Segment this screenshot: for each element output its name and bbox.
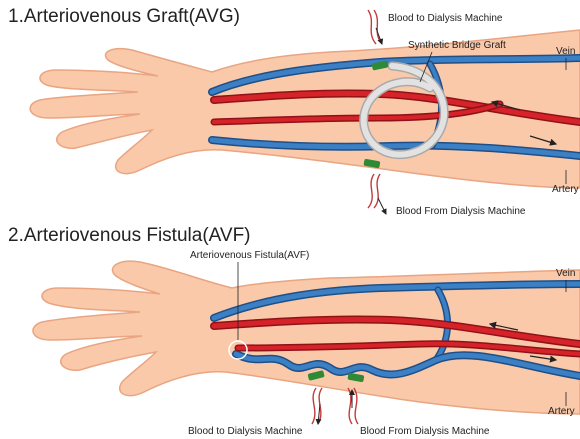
avf-flow-mark-right [348, 388, 352, 424]
avf-label-blood-to-machine: Blood to Dialysis Machine [188, 426, 303, 437]
avg-heading: 1.Arteriovenous Graft(AVG) [8, 6, 240, 28]
avg-flow-mark-bottom-2 [374, 174, 380, 208]
avg-flow-arrow-top [376, 28, 382, 44]
avf-label-vein: Vein [556, 268, 575, 279]
avg-label-blood-to-machine: Blood to Dialysis Machine [388, 13, 503, 24]
avg-label-synthetic-bridge-graft: Synthetic Bridge Graft [408, 40, 506, 51]
avf-heading: 2.Arteriovenous Fistula(AVF) [8, 225, 251, 247]
avf-label-fistula: Arteriovenous Fistula(AVF) [190, 250, 309, 261]
avf-label-artery: Artery [548, 406, 575, 417]
avf-label-blood-from-machine: Blood From Dialysis Machine [360, 426, 490, 437]
avg-label-vein: Vein [556, 46, 575, 57]
avg-flow-mark-top-2 [374, 10, 382, 44]
avf-panel [33, 261, 580, 424]
avg-flow-arrow-bottom [378, 198, 386, 214]
avf-flow-mark-left [312, 388, 316, 424]
avg-label-artery: Artery [552, 184, 579, 195]
avg-label-blood-from-machine: Blood From Dialysis Machine [396, 206, 526, 217]
avg-flow-mark-top [368, 10, 376, 44]
avg-flow-mark-bottom [368, 174, 374, 208]
avf-flow-mark-right-2 [354, 388, 358, 424]
